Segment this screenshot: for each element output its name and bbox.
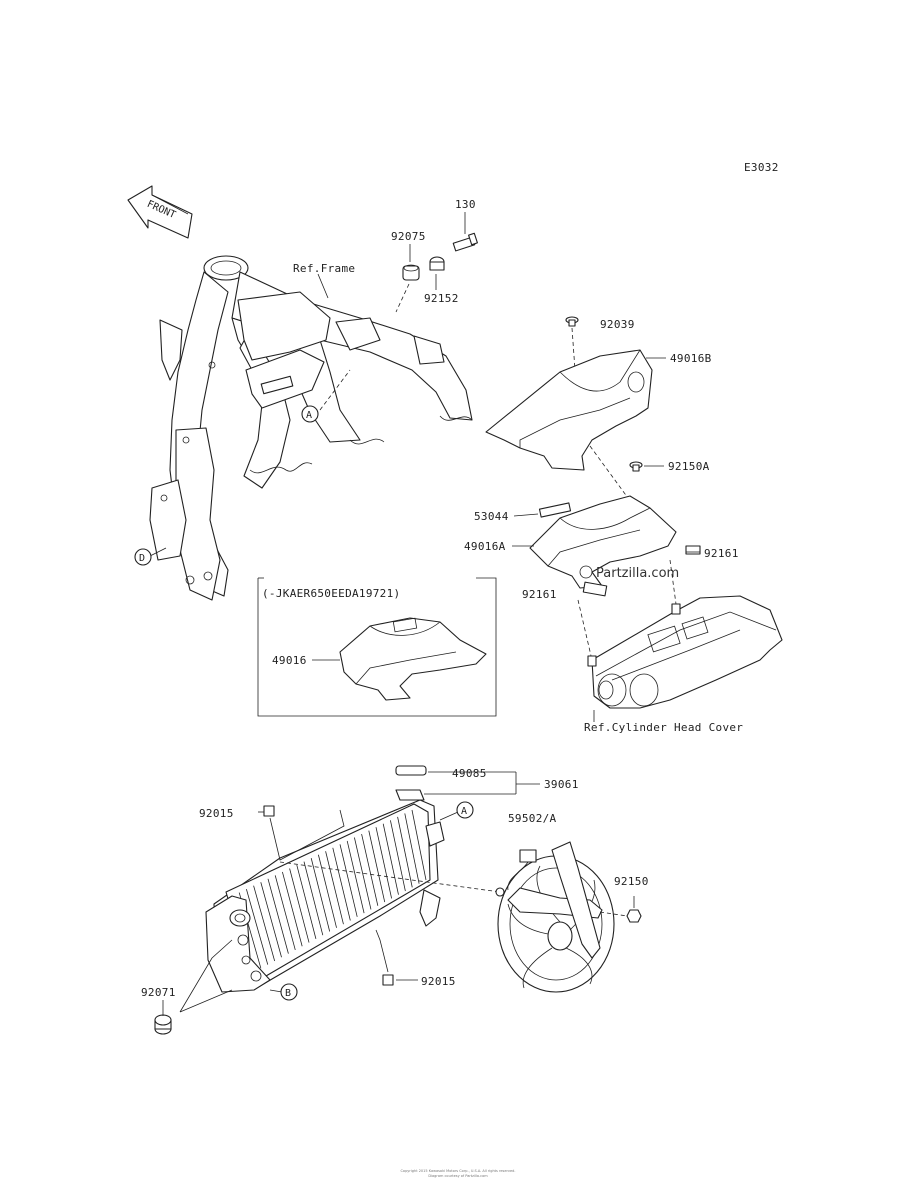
footer-line-2: Diagram courtesy of Partzilla.com — [428, 1174, 488, 1178]
label-92039: 92039 — [600, 318, 635, 331]
radiator-fin — [332, 847, 351, 921]
radiator-fin — [411, 809, 427, 881]
radiator-fin — [382, 823, 399, 895]
radiator-fin — [274, 875, 296, 951]
label-92150: 92150 — [614, 875, 649, 888]
svg-text:Partzilla.com: Partzilla.com — [596, 566, 679, 581]
screw-92039 — [565, 316, 579, 327]
nut-92015-bottom — [382, 974, 394, 986]
radiator-fin — [375, 827, 392, 899]
cap-49085 — [395, 765, 427, 776]
fan-connector — [519, 849, 537, 863]
label-49016a: 49016A — [464, 540, 506, 553]
radiator-fin — [303, 861, 324, 936]
radiator-fin — [246, 889, 269, 965]
cooling-fan — [497, 841, 615, 993]
label-59502a: 59502/A — [508, 812, 557, 825]
front-arrow-icon: FRONT — [127, 185, 193, 239]
radiator-fin — [325, 851, 344, 925]
svg-text:D: D — [139, 553, 145, 564]
screw-92150 — [626, 909, 642, 923]
radiator-fin — [390, 820, 406, 892]
clip-92161-right — [685, 545, 701, 555]
callout-b — [280, 983, 298, 1001]
radiator-fin — [282, 871, 303, 947]
label-92015-bottom: 92015 — [421, 975, 456, 988]
watermark: Partzilla.com — [579, 565, 679, 581]
screw-92150a — [629, 461, 643, 472]
svg-text:A: A — [306, 410, 312, 421]
label-53044: 53044 — [474, 510, 509, 523]
radiator-fin — [397, 816, 413, 888]
callout-a-radiator — [456, 801, 474, 819]
radiator — [205, 799, 445, 993]
nut-92015-top — [263, 805, 275, 817]
label-49085: 49085 — [452, 767, 487, 780]
collar-92152 — [429, 256, 445, 271]
radiator-fin — [260, 882, 282, 958]
label-92161-left: 92161 — [522, 588, 557, 601]
label-92075: 92075 — [391, 230, 426, 243]
radiator-fin — [354, 837, 372, 910]
grommet-92071 — [154, 1014, 172, 1035]
label-130: 130 — [455, 198, 476, 211]
label-49016b: 49016B — [670, 352, 712, 365]
radiator-fin — [404, 813, 420, 884]
label-92071: 92071 — [141, 986, 176, 999]
radiator-fin — [368, 830, 386, 903]
frame-illustration — [149, 255, 473, 601]
radiator-fin — [346, 840, 365, 914]
heat-guard-49016b — [485, 349, 653, 471]
pad-53044 — [538, 502, 572, 518]
bracket-39061 — [395, 789, 425, 801]
label-ref-frame: Ref.Frame — [293, 262, 355, 275]
radiator-fin — [267, 878, 289, 954]
callout-a-frame — [301, 405, 319, 423]
radiator-fin — [318, 854, 337, 928]
label-92015-top: 92015 — [199, 807, 234, 820]
radiator-fin — [289, 868, 310, 943]
radiator-fin — [339, 844, 358, 917]
label-ref-cylinder-head-cover: Ref.Cylinder Head Cover — [584, 721, 743, 734]
grommet-92075 — [402, 264, 420, 281]
svg-text:B: B — [285, 988, 291, 999]
diagram-code: E3032 — [744, 161, 779, 174]
heat-guard-49016a — [529, 495, 677, 597]
inset-note: (-JKAER650EEDA19721) — [262, 587, 400, 600]
label-92150a: 92150A — [668, 460, 710, 473]
radiator-fin — [296, 864, 317, 939]
radiator-fin — [310, 858, 331, 932]
svg-text:A: A — [461, 806, 467, 817]
callout-d — [134, 548, 152, 566]
label-92152: 92152 — [424, 292, 459, 305]
label-39061: 39061 — [544, 778, 579, 791]
inset-box: (-JKAER650EEDA19721) 49016 — [257, 577, 497, 717]
bolt-130 — [452, 232, 478, 252]
cylinder-head-cover — [587, 595, 783, 709]
radiator-fins — [231, 809, 427, 973]
radiator-fin — [253, 885, 276, 962]
footer-line-1: Copyright 2015 Kawasaki Motors Corp., U.… — [400, 1169, 515, 1173]
radiator-fin — [361, 833, 379, 906]
label-49016: 49016 — [272, 654, 307, 667]
label-92161-right: 92161 — [704, 547, 739, 560]
